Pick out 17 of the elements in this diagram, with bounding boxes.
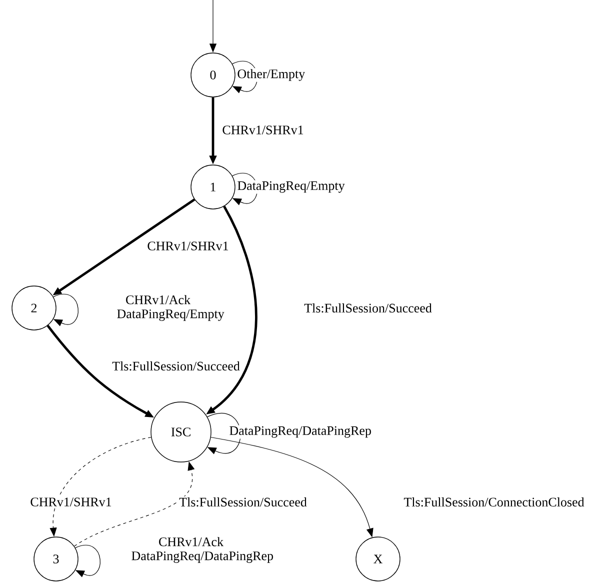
edge-label: CHRv1/Ack DataPingReq/DataPingRep xyxy=(130,536,274,564)
edge-label: CHRv1/Ack DataPingReq/Empty xyxy=(116,294,224,322)
edge-label: Other/Empty xyxy=(236,68,306,82)
arrow xyxy=(206,413,241,454)
arrow xyxy=(75,545,100,578)
edge-label: CHRv1/SHRv1 xyxy=(29,496,113,508)
edge-label: CHRv1/SHRv1 xyxy=(146,240,230,252)
arrow xyxy=(232,61,258,94)
edge-label: CHRv1/SHRv1 xyxy=(221,124,305,136)
edge-label: Tls:FullSession/ConnectionClosed xyxy=(402,496,586,508)
arrow xyxy=(53,294,78,326)
edge-label: Tls:FullSession/Succeed xyxy=(303,302,433,314)
arrow xyxy=(232,173,258,206)
edge-label: DataPingReq/Empty xyxy=(236,180,346,194)
edge-label: Tls:FullSession/Succeed xyxy=(178,496,308,508)
edge-label: DataPingReq/DataPingRep xyxy=(228,425,372,439)
edge-label: Tls:FullSession/Succeed xyxy=(111,360,241,372)
